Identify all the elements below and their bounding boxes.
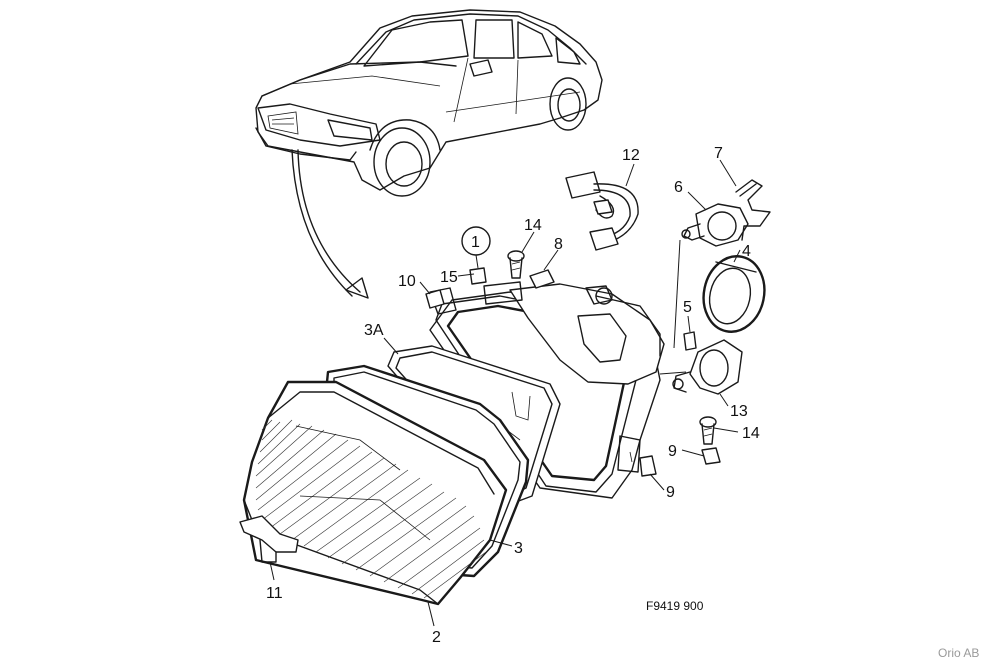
ring-4 [702,255,766,333]
callout-labels: 1 2 3 3A 4 5 6 7 8 9 9 10 11 12 13 14 14… [266,145,760,646]
spring-clip-7 [735,179,771,241]
callout-4: 4 [742,243,751,260]
callout-15: 15 [440,269,458,286]
callout-10: 10 [398,273,416,290]
leader-lines [269,159,741,627]
bracket-11 [239,515,299,563]
pointer-arrow [291,149,369,299]
nut-9-right [701,447,721,465]
callout-12: 12 [622,147,640,164]
callout-14-top: 14 [524,217,542,234]
copyright-text: Orio AB [938,646,979,660]
callout-9-right: 9 [668,443,677,460]
callout-6: 6 [674,179,683,196]
callout-8: 8 [554,236,563,253]
callout-9-lower: 9 [666,484,675,501]
callout-11: 11 [266,585,283,602]
callout-2: 2 [432,629,441,646]
bulb-6 [681,203,749,247]
car-illustration [255,9,603,197]
callout-5: 5 [683,299,692,316]
screw-14-right [699,416,717,445]
callout-7: 7 [714,145,723,162]
figure-code: F9419 900 [646,599,704,613]
clip-10 [425,289,445,309]
callout-14-right: 14 [742,425,760,442]
small-bulb-5 [683,331,697,351]
clip-8 [529,269,555,289]
nut-9-lower [639,455,657,477]
callout-1: 1 [471,234,480,251]
callout-13: 13 [730,403,748,420]
clip-15 [469,267,487,285]
callout-3a: 3A [364,322,384,339]
callout-3: 3 [514,540,523,557]
adjuster-13 [672,339,743,395]
screw-14-top [507,250,525,279]
lens-2 [242,380,508,606]
wiring-harness-12 [565,171,639,251]
